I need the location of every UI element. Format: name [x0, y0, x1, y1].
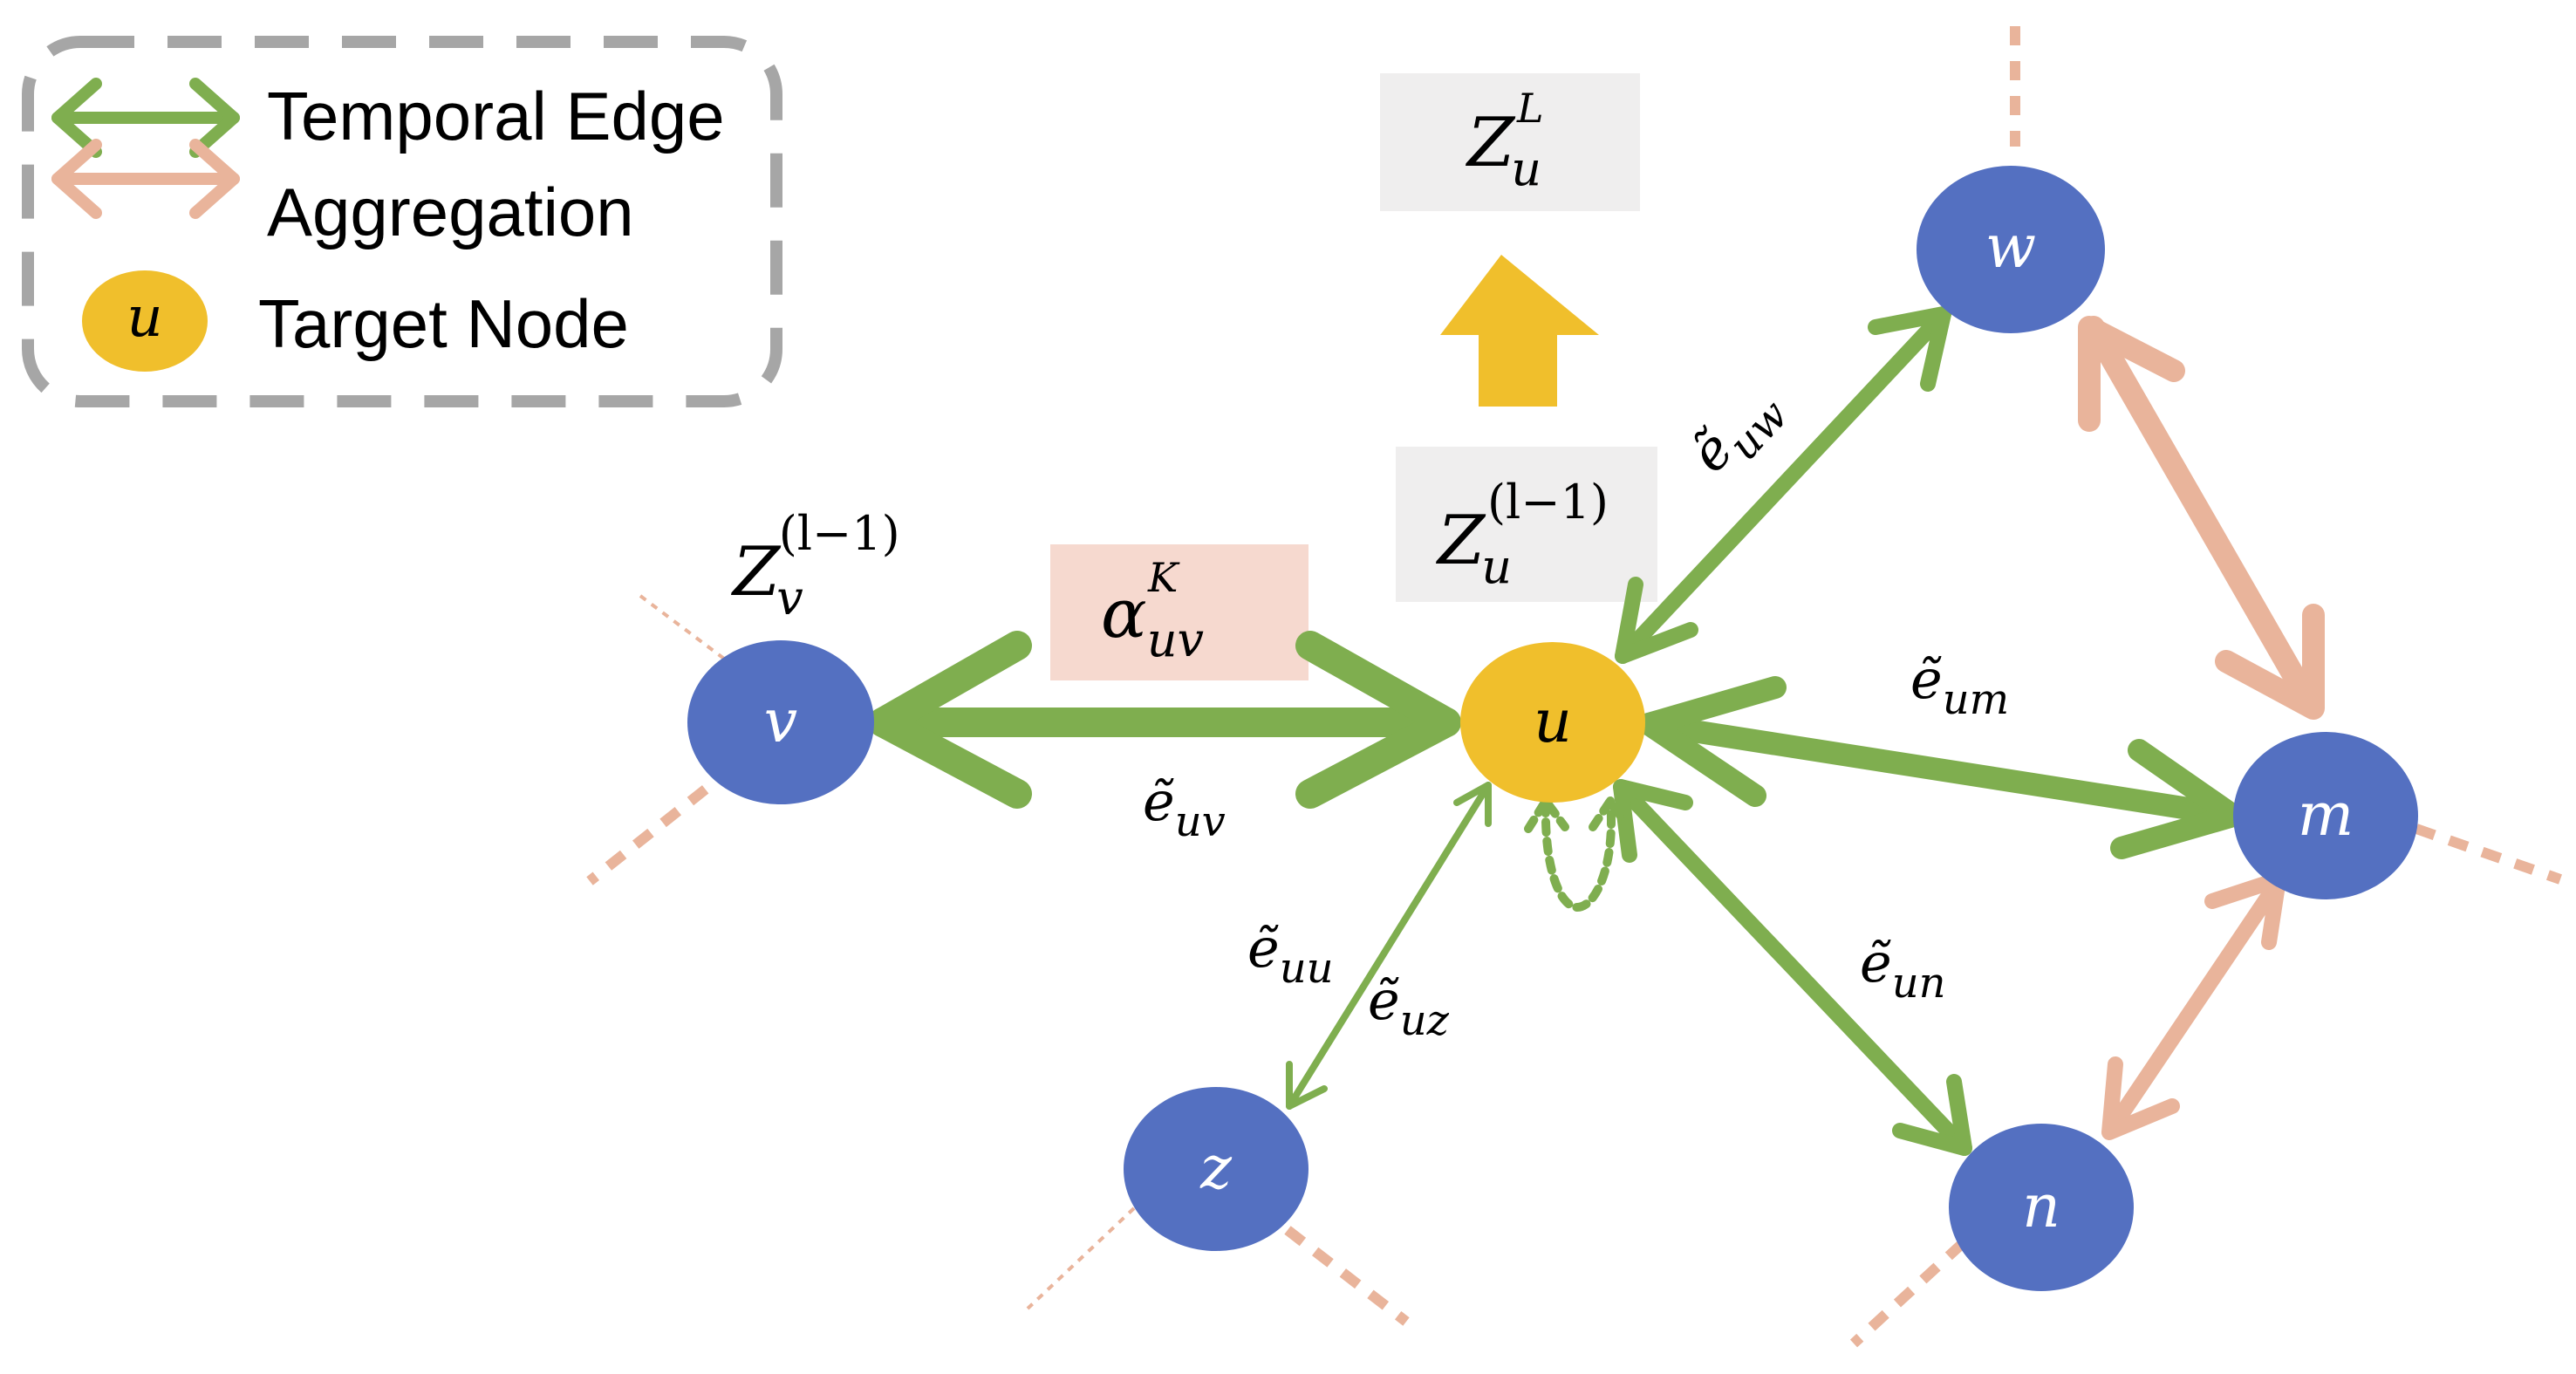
- svg-text:m: m: [2298, 781, 2354, 850]
- legend-temporal-edge-label: Temporal Edge: [267, 78, 725, 154]
- node-w: w: [1917, 166, 2105, 333]
- node-z: z: [1124, 1087, 1308, 1251]
- edge-u-u-self-loop: [1524, 796, 1632, 912]
- prev-layer-u-label: Zu(l−1): [1435, 475, 1609, 594]
- legend-target-node: [82, 270, 208, 372]
- edge-w-m: [2078, 316, 2325, 720]
- attention-box: [1050, 544, 1308, 680]
- edge-label-uu: ẽuu: [1247, 916, 1334, 993]
- output-embedding-label: ZuL: [1465, 85, 1544, 196]
- svg-text:n: n: [2022, 1172, 2060, 1241]
- aggregation-up-arrow: [1440, 255, 1599, 407]
- external-edge-stubs: [586, 26, 2562, 1348]
- output-embedding-box: [1380, 73, 1640, 211]
- legend-aggregation-label: Aggregation: [267, 174, 634, 250]
- aggregation-legend-arrow: [51, 139, 240, 219]
- node-n: n: [1949, 1124, 2134, 1291]
- edge-label-um: ẽum: [1910, 647, 2009, 724]
- edge-u-m: [1637, 676, 2245, 859]
- edge-u-z: [1286, 782, 1492, 1110]
- node-m: m: [2233, 732, 2418, 899]
- svg-text:u: u: [1534, 687, 1572, 756]
- legend: Temporal Edge Aggregation u Target Node: [22, 36, 782, 407]
- edge-label-uv: ẽuv: [1143, 769, 1226, 846]
- edge-u-n: [1613, 779, 1972, 1156]
- edge-label-un: ẽun: [1860, 931, 1946, 1008]
- edge-label-uz: ẽuz: [1368, 968, 1450, 1045]
- temporal-edge-legend-arrow: [51, 78, 240, 158]
- node-v: v: [687, 640, 874, 804]
- edge-u-v: [868, 631, 1461, 809]
- prev-layer-v-label: Zv(l−1): [730, 506, 900, 625]
- edge-m-n: [2101, 872, 2286, 1140]
- svg-text:w: w: [1985, 213, 2036, 282]
- legend-target-node-label: Target Node: [258, 285, 629, 362]
- node-u-target: u: [1460, 642, 1645, 803]
- attention-label: αuvK: [1101, 554, 1204, 667]
- svg-text:v: v: [764, 687, 797, 756]
- prev-layer-u-box: [1396, 447, 1657, 602]
- svg-text:z: z: [1199, 1134, 1233, 1203]
- edge-label-uw: ẽuw: [1677, 372, 1798, 494]
- legend-target-symbol: u: [126, 285, 162, 350]
- edge-u-w: [1615, 306, 1951, 664]
